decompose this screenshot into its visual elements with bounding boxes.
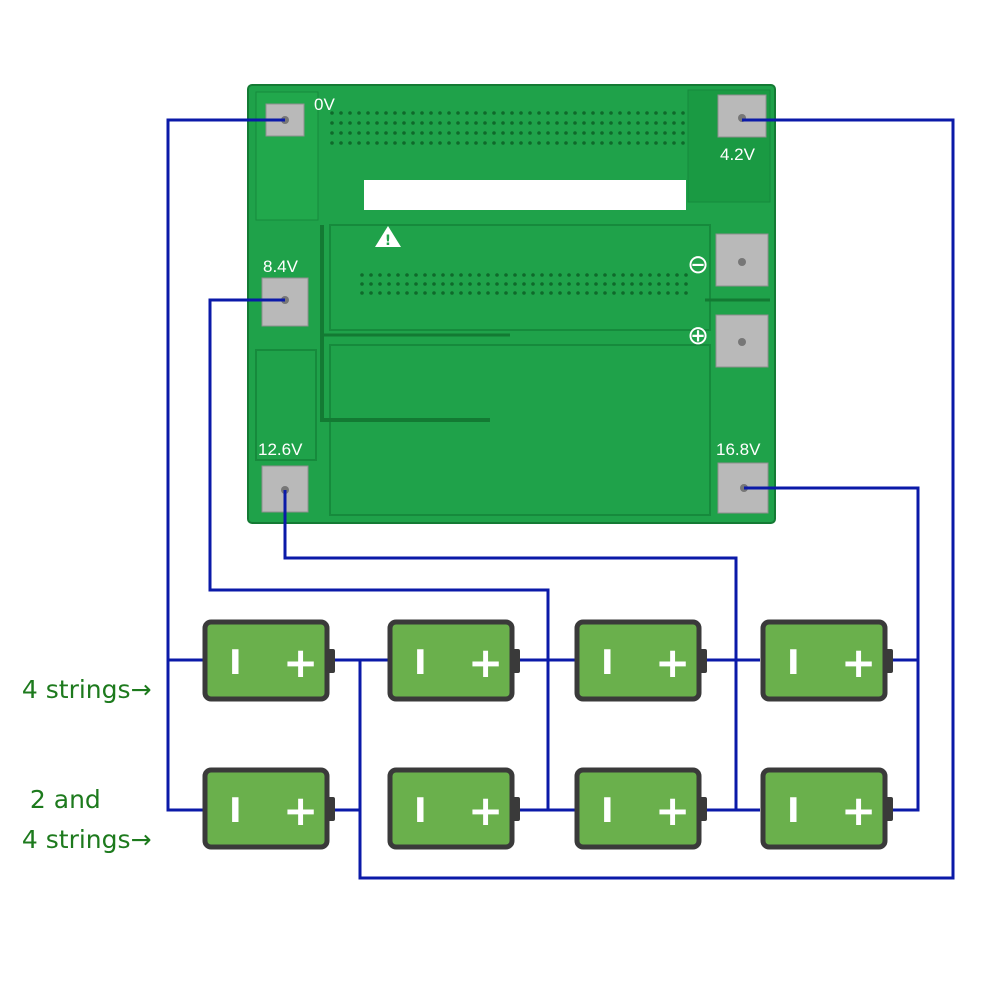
battery-positive-icon: + bbox=[841, 786, 876, 835]
battery-terminal-cap bbox=[699, 649, 707, 673]
bms-board: ! 0V 4.2V bbox=[247, 84, 776, 524]
battery-positive-icon: + bbox=[655, 638, 690, 687]
negative-terminal-icon: ⊖ bbox=[687, 250, 709, 280]
battery-cell: I+ bbox=[760, 767, 893, 850]
battery-terminal-cap bbox=[885, 797, 893, 821]
battery-terminal-cap bbox=[512, 797, 520, 821]
pad-label-12v6: 12.6V bbox=[258, 440, 303, 459]
battery-cell: I+ bbox=[574, 767, 707, 850]
battery-array: I+I+I+I+I+I+I+I+ bbox=[202, 619, 893, 850]
label-row1: 4 strings→ bbox=[6, 645, 152, 705]
wire-0v bbox=[166, 118, 285, 812]
battery-negative-icon: I bbox=[601, 791, 614, 831]
battery-negative-icon: I bbox=[414, 791, 427, 831]
battery-positive-icon: + bbox=[283, 638, 318, 687]
via-grid-upper bbox=[330, 111, 685, 145]
battery-terminal-cap bbox=[327, 797, 335, 821]
wiring bbox=[166, 118, 955, 880]
battery-negative-icon: I bbox=[229, 643, 242, 683]
battery-cell: I+ bbox=[760, 619, 893, 702]
battery-cell: I+ bbox=[202, 767, 335, 850]
battery-positive-icon: + bbox=[468, 638, 503, 687]
label-row1-text: 4 strings bbox=[21, 675, 131, 704]
arrow-right-icon: → bbox=[130, 825, 152, 854]
battery-positive-icon: + bbox=[283, 786, 318, 835]
battery-negative-icon: I bbox=[601, 643, 614, 683]
battery-positive-icon: + bbox=[655, 786, 690, 835]
warning-triangle-icon bbox=[375, 226, 401, 247]
battery-negative-icon: I bbox=[414, 643, 427, 683]
pad-label-4v2: 4.2V bbox=[720, 145, 756, 164]
label-row2-line1-text: 2 and bbox=[29, 785, 101, 814]
arrow-right-icon: → bbox=[130, 675, 152, 704]
pad-label-8v4: 8.4V bbox=[263, 257, 299, 276]
wire-12v6 bbox=[283, 490, 738, 810]
pad-label-16v8: 16.8V bbox=[716, 440, 761, 459]
warning-mark: ! bbox=[385, 233, 391, 249]
wire-8v4 bbox=[208, 298, 550, 810]
label-row2-line1: 2 and bbox=[14, 755, 101, 815]
battery-terminal-cap bbox=[699, 797, 707, 821]
pad-8v4 bbox=[261, 277, 309, 327]
battery-cell: I+ bbox=[387, 767, 520, 850]
battery-negative-icon: I bbox=[787, 643, 800, 683]
label-row2-line2-text: 4 strings bbox=[21, 825, 131, 854]
battery-cell: I+ bbox=[574, 619, 707, 702]
battery-cell: I+ bbox=[202, 619, 335, 702]
pad-positive-terminal bbox=[715, 314, 769, 368]
battery-terminal-cap bbox=[885, 649, 893, 673]
label-strip bbox=[364, 180, 686, 210]
battery-terminal-cap bbox=[327, 649, 335, 673]
via-grid-middle bbox=[360, 273, 688, 295]
battery-negative-icon: I bbox=[229, 791, 242, 831]
battery-positive-icon: + bbox=[841, 638, 876, 687]
battery-cell: I+ bbox=[387, 619, 520, 702]
pad-label-0v: 0V bbox=[314, 95, 335, 114]
label-row2: 4 strings→ bbox=[6, 795, 152, 855]
pad-4v2 bbox=[717, 94, 767, 138]
battery-negative-icon: I bbox=[787, 791, 800, 831]
positive-terminal-icon: ⊕ bbox=[687, 321, 709, 351]
pad-negative-terminal bbox=[715, 233, 769, 287]
battery-terminal-cap bbox=[512, 649, 520, 673]
battery-positive-icon: + bbox=[468, 786, 503, 835]
